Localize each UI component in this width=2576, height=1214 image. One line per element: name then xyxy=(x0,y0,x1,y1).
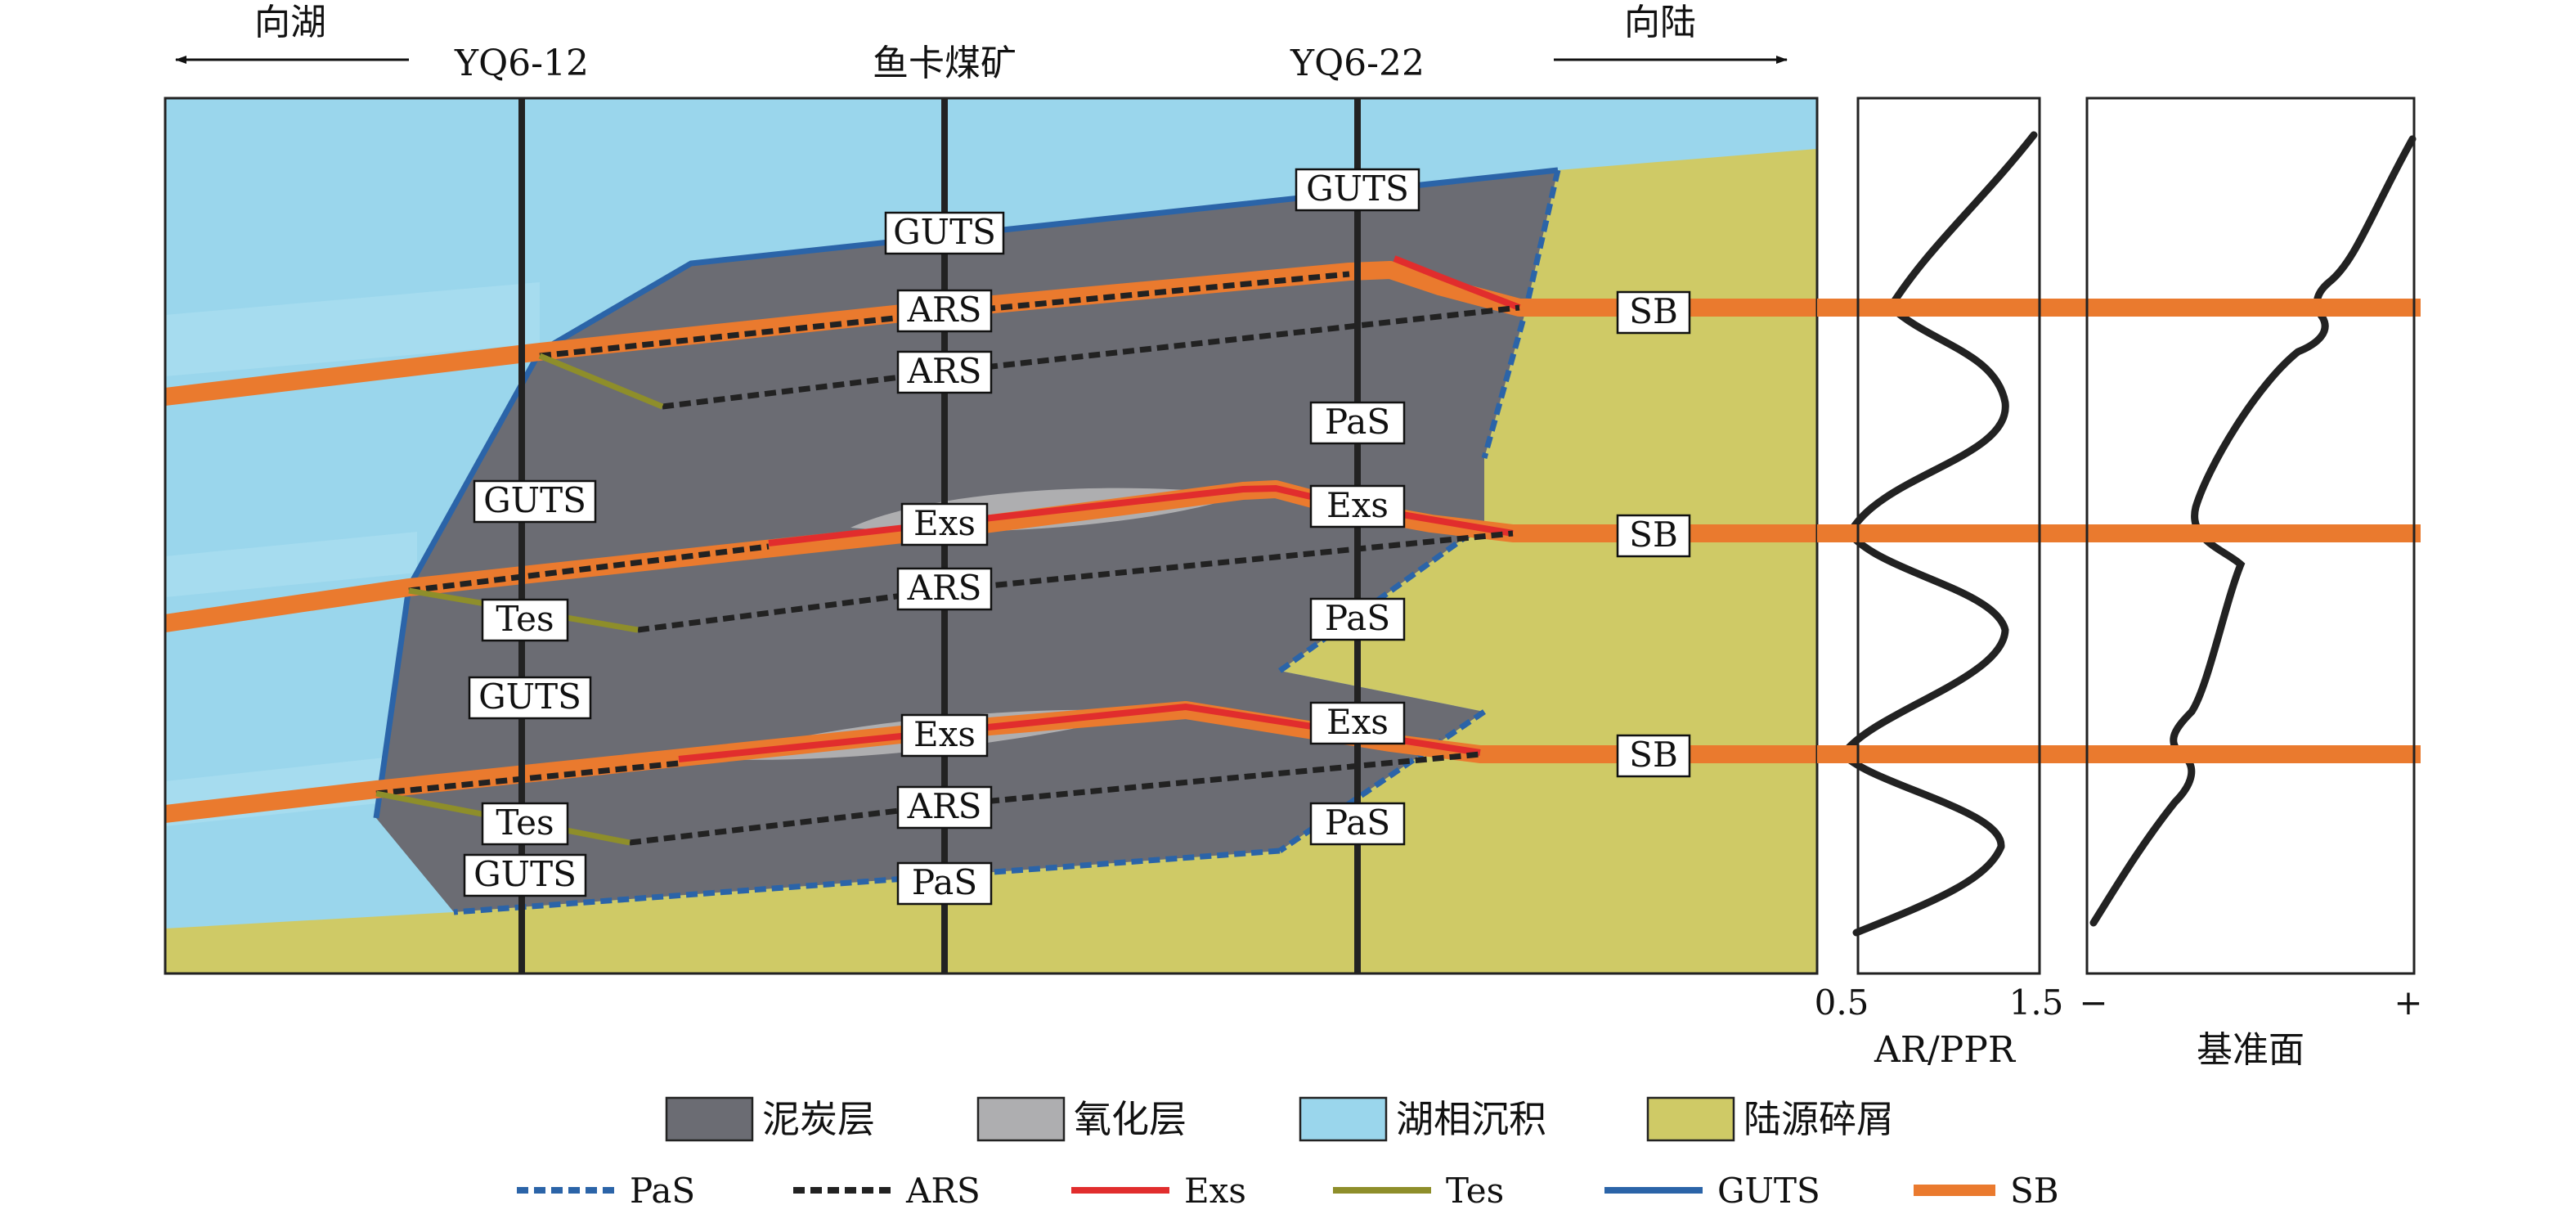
label-exs-right-2: Exs xyxy=(1309,701,1406,745)
pas-surface-2 xyxy=(1277,521,1487,673)
legend-swatch-lake xyxy=(1299,1096,1388,1142)
svg-text:Exs: Exs xyxy=(1326,702,1389,742)
label-ars-upper-2: ARS xyxy=(896,350,993,394)
svg-text:Exs: Exs xyxy=(913,714,976,754)
well-left-title: YQ6-12 xyxy=(454,43,589,84)
guts-surface-middle xyxy=(406,350,543,589)
toward-land-label: 向陆 xyxy=(1624,2,1696,43)
svg-text:GUTS: GUTS xyxy=(893,212,996,252)
svg-text:SB: SB xyxy=(1629,515,1678,555)
base-level-axis-min: − xyxy=(2079,982,2107,1023)
pas-surface-4 xyxy=(453,848,1281,915)
legend-swatch-terrigenous xyxy=(1646,1096,1735,1142)
base-level-axis-title: 基准面 xyxy=(2197,1029,2304,1071)
ar-ppr-axis-max: 1.5 xyxy=(2009,982,2064,1023)
legend-label-sb: SB xyxy=(2010,1171,2059,1211)
label-sb-3: SB xyxy=(1616,734,1691,778)
pas-surface-3 xyxy=(1278,709,1486,853)
label-exs-right-1: Exs xyxy=(1309,484,1406,528)
ar-ppr-curve xyxy=(1838,131,2038,937)
ar-ppr-frame-overlay xyxy=(1856,97,2041,975)
label-ars-upper-1: ARS xyxy=(896,289,993,333)
label-sb-2: SB xyxy=(1616,514,1691,558)
exs-surface-1 xyxy=(1393,255,1521,311)
svg-text:GUTS: GUTS xyxy=(473,854,577,894)
cross-section: GUTS GUTS ARS ARS SB PaS GUTS Exs xyxy=(164,97,1819,975)
svg-text:GUTS: GUTS xyxy=(478,677,581,717)
label-exs-mid-1: Exs xyxy=(900,502,989,546)
svg-text:PaS: PaS xyxy=(1325,598,1390,638)
svg-text:GUTS: GUTS xyxy=(1306,169,1409,209)
ars-on-sb-2 xyxy=(408,543,770,594)
label-pas-mid-bottom: PaS xyxy=(896,861,993,906)
tes-surface-1 xyxy=(538,353,664,410)
legend-swatch-oxidized xyxy=(976,1096,1066,1142)
label-guts-mid-top: GUTS xyxy=(884,211,1005,255)
svg-text:ARS: ARS xyxy=(907,786,982,826)
label-guts-left-1: GUTS xyxy=(473,479,597,524)
svg-text:PaS: PaS xyxy=(912,862,977,902)
svg-text:ARS: ARS xyxy=(907,351,982,391)
label-tes-left-2: Tes xyxy=(481,802,569,846)
terrigenous-clastic-area xyxy=(165,149,1817,973)
svg-text:SB: SB xyxy=(1629,291,1678,331)
legend-label-terrigenous: 陆源碎屑 xyxy=(1744,1097,1894,1141)
svg-text:PaS: PaS xyxy=(1325,402,1390,442)
svg-text:PaS: PaS xyxy=(1325,803,1390,843)
ar-ppr-axis-min: 0.5 xyxy=(1815,982,1869,1023)
label-ars-mid-2: ARS xyxy=(896,567,993,611)
svg-text:Tes: Tes xyxy=(496,599,554,639)
legend-label-ars: ARS xyxy=(905,1171,981,1211)
label-exs-mid-2: Exs xyxy=(900,713,989,758)
lake-layer-lower xyxy=(165,532,417,597)
well-mid-title: 鱼卡煤矿 xyxy=(873,43,1016,84)
label-guts-right-top: GUTS xyxy=(1295,168,1420,212)
toward-lake-label: 向湖 xyxy=(254,2,326,43)
legend-label-pas: PaS xyxy=(630,1171,695,1211)
legend-label-guts: GUTS xyxy=(1717,1171,1820,1211)
label-tes-left-1: Tes xyxy=(481,598,569,642)
legend-label-peat: 泥炭层 xyxy=(762,1097,875,1141)
guts-surface-lower xyxy=(373,587,412,819)
svg-text:ARS: ARS xyxy=(907,290,982,330)
well-right-title: YQ6-22 xyxy=(1290,43,1425,84)
svg-text:ARS: ARS xyxy=(907,568,982,608)
legend-label-tes: Tes xyxy=(1446,1171,1504,1211)
label-ars-mid-3: ARS xyxy=(896,785,993,830)
guts-surface-top xyxy=(538,167,1559,355)
legend-label-oxidized: 氧化层 xyxy=(1074,1097,1187,1141)
label-pas-right-3: PaS xyxy=(1309,802,1406,846)
svg-text:Exs: Exs xyxy=(913,503,976,543)
ars-surface-2 xyxy=(637,530,1514,633)
label-sb-1: SB xyxy=(1616,290,1691,335)
base-level-axis-max: + xyxy=(2394,982,2422,1023)
svg-text:Exs: Exs xyxy=(1326,485,1389,525)
legend-label-exs: Exs xyxy=(1184,1171,1246,1211)
svg-text:SB: SB xyxy=(1629,735,1678,775)
label-guts-left-2: GUTS xyxy=(468,676,592,720)
label-pas-right-1: PaS xyxy=(1309,401,1406,445)
svg-text:GUTS: GUTS xyxy=(483,480,586,520)
label-pas-right-2: PaS xyxy=(1309,597,1406,641)
legend: 泥炭层 氧化层 湖相沉积 陆源碎屑 PaS ARS Exs Tes GUTS S… xyxy=(517,1096,2059,1211)
legend-label-lake: 湖相沉积 xyxy=(1396,1097,1546,1141)
ar-ppr-axis-title: AR/PPR xyxy=(1874,1029,2017,1071)
label-guts-left-3: GUTS xyxy=(463,853,587,897)
svg-text:Tes: Tes xyxy=(496,803,554,843)
lake-layer-upper xyxy=(165,282,540,376)
base-level-frame-overlay xyxy=(2085,97,2416,975)
legend-swatch-peat xyxy=(665,1096,754,1142)
